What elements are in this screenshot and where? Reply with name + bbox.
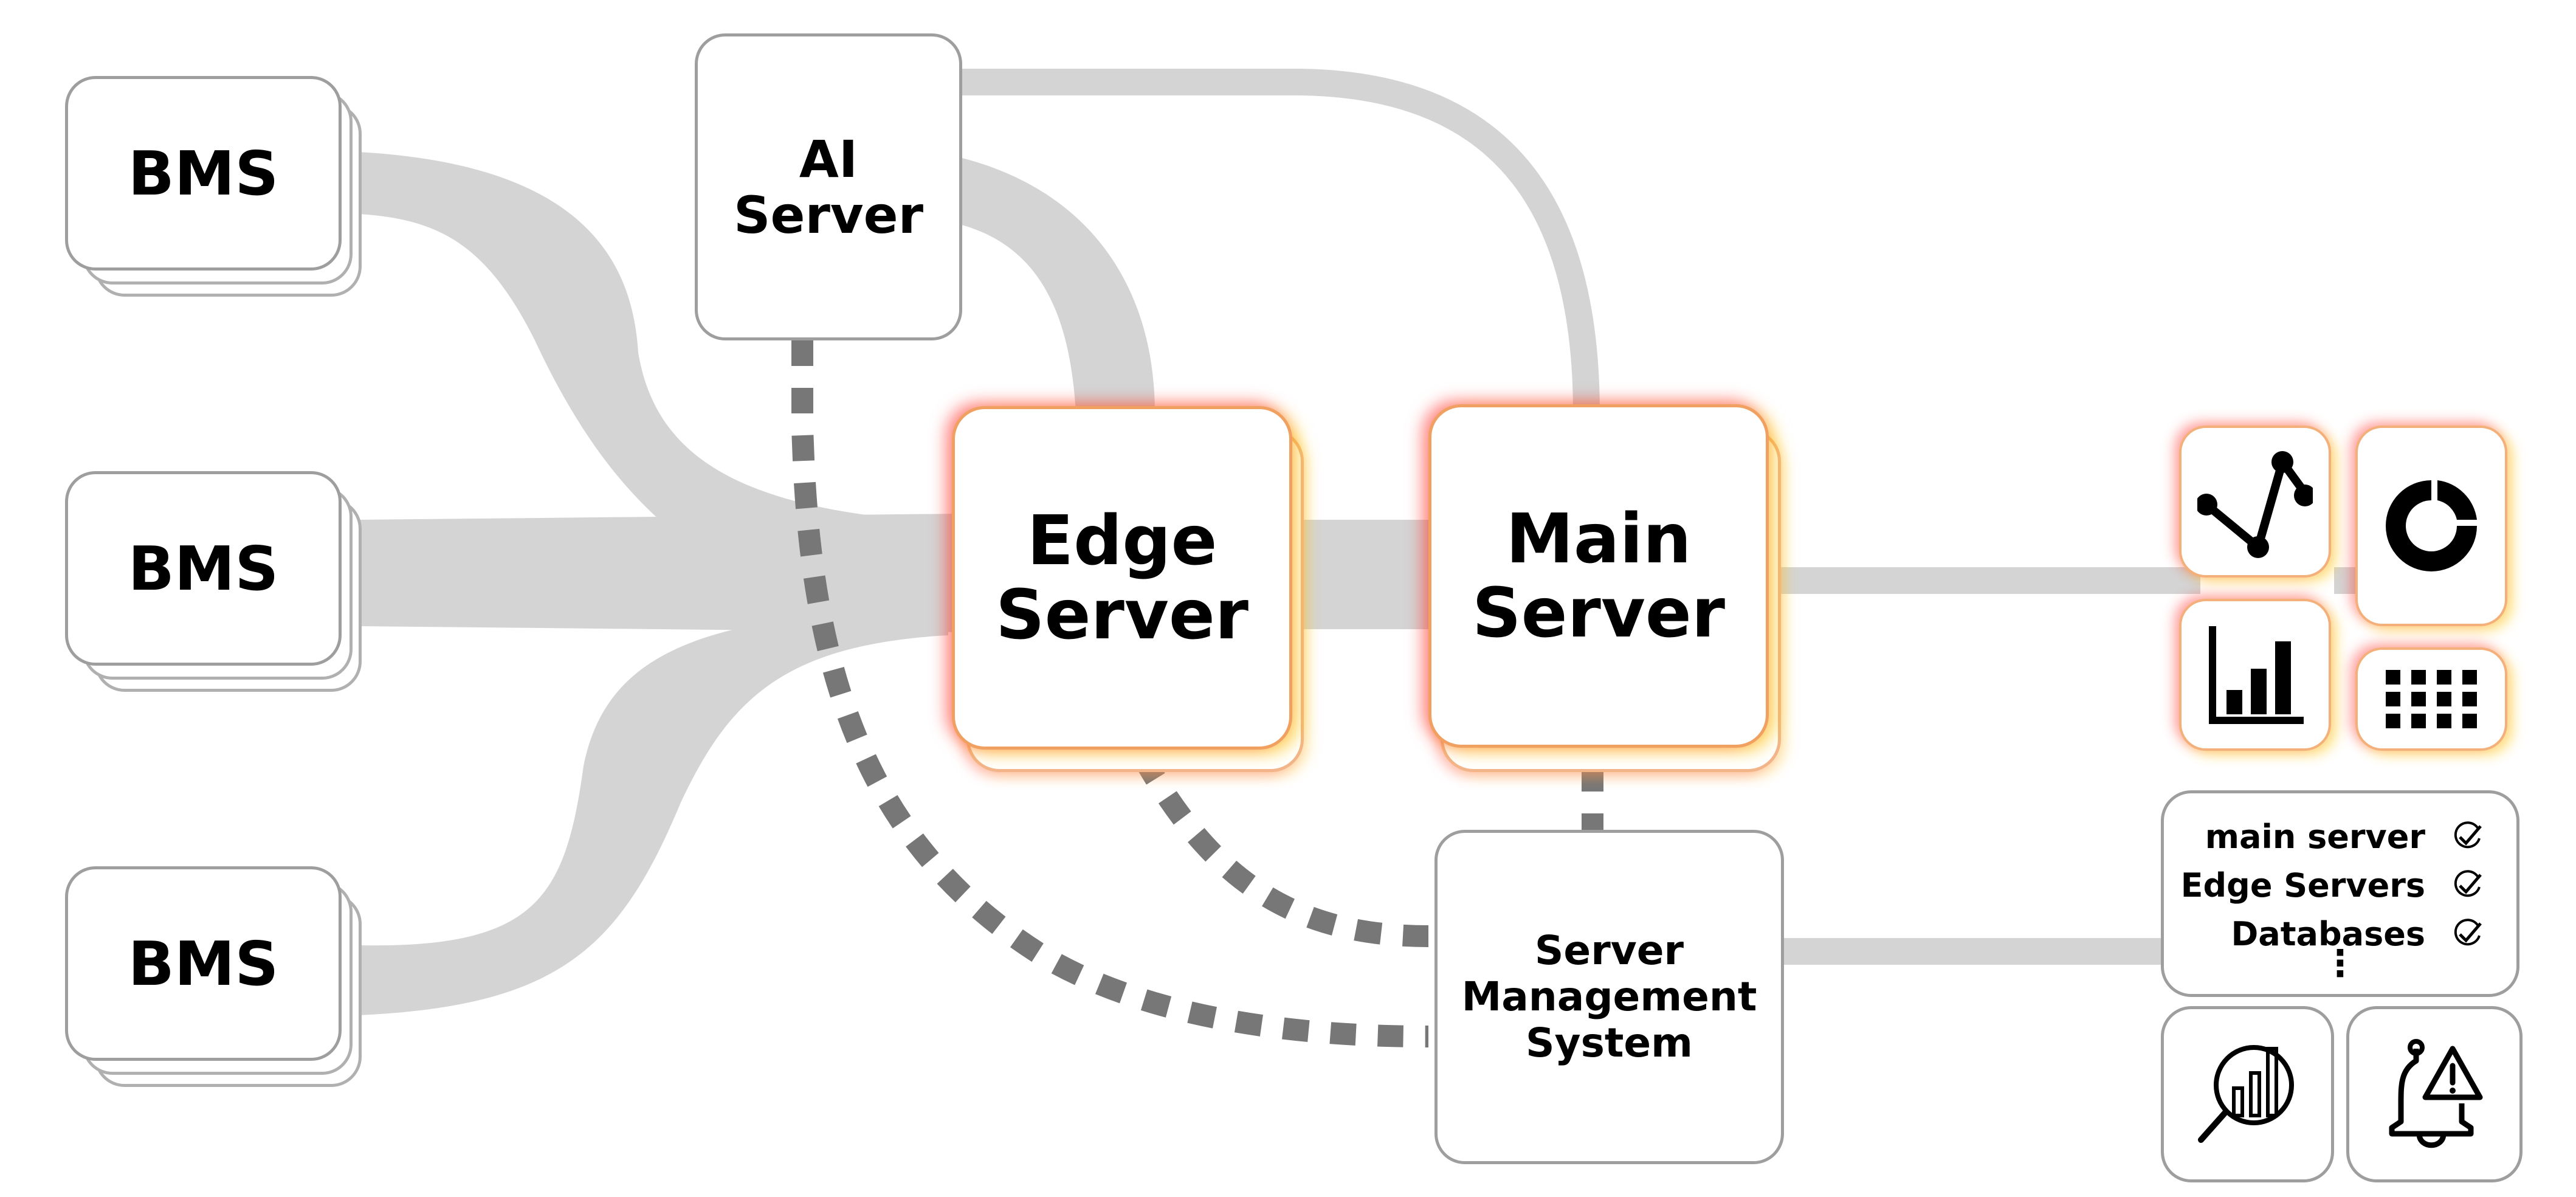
- flow-bms-bottom: [359, 608, 948, 1015]
- flow-bms-top: [359, 152, 948, 632]
- status-label: main server: [2205, 818, 2425, 856]
- edge-server-label: Edge Server: [995, 501, 1249, 655]
- grid-tile: [2355, 647, 2507, 751]
- status-panel: main server Edge Servers Databases ⋮: [2161, 790, 2519, 997]
- edge-server-node: Edge Server: [952, 406, 1292, 750]
- bar-chart-tile: [2179, 599, 2331, 751]
- bms-label: BMS: [128, 928, 279, 999]
- main-server-node: Main Server: [1428, 404, 1769, 748]
- search-analytics-icon: [2197, 1045, 2294, 1143]
- bar-chart-icon: [2209, 626, 2304, 724]
- check-icon: [2454, 870, 2482, 897]
- donut-chart-tile: [2355, 426, 2507, 626]
- flow-ai-edge: [957, 157, 1155, 413]
- bms-node: BMS: [65, 76, 342, 271]
- ai-server-node: AI Server: [695, 33, 962, 340]
- alert-bell-icon: [2389, 1039, 2483, 1148]
- flow-ai-main: [954, 69, 1600, 414]
- main-server-label: Main Server: [1472, 499, 1726, 653]
- line-chart-icon: [2197, 451, 2313, 558]
- search-analytics-tile: [2161, 1006, 2334, 1182]
- dashed-edge-sms: [1133, 751, 1429, 947]
- status-label: Databases: [2231, 915, 2425, 953]
- check-icon: [2454, 919, 2482, 946]
- bms-label: BMS: [128, 533, 279, 604]
- status-row-edge-servers: Edge Servers: [2164, 861, 2516, 910]
- bms-node: BMS: [65, 866, 342, 1061]
- status-row-databases: Databases: [2164, 910, 2516, 959]
- ai-server-label: AI Server: [733, 129, 924, 245]
- server-management-system-node: Server Management System: [1434, 830, 1784, 1164]
- bms-label: BMS: [128, 137, 279, 209]
- line-chart-tile: [2179, 426, 2331, 578]
- status-more-indicator: ⋮: [2322, 942, 2358, 985]
- check-icon: [2454, 821, 2482, 849]
- server-management-system-label: Server Management System: [1461, 927, 1757, 1066]
- donut-chart-icon: [2386, 480, 2477, 571]
- grid-icon: [2386, 670, 2477, 728]
- bms-node: BMS: [65, 471, 342, 666]
- alert-bell-tile: [2346, 1006, 2523, 1182]
- status-label: Edge Servers: [2180, 866, 2425, 905]
- dashed-ai-sms: [791, 340, 1429, 1047]
- status-row-main-server: main server: [2164, 813, 2516, 861]
